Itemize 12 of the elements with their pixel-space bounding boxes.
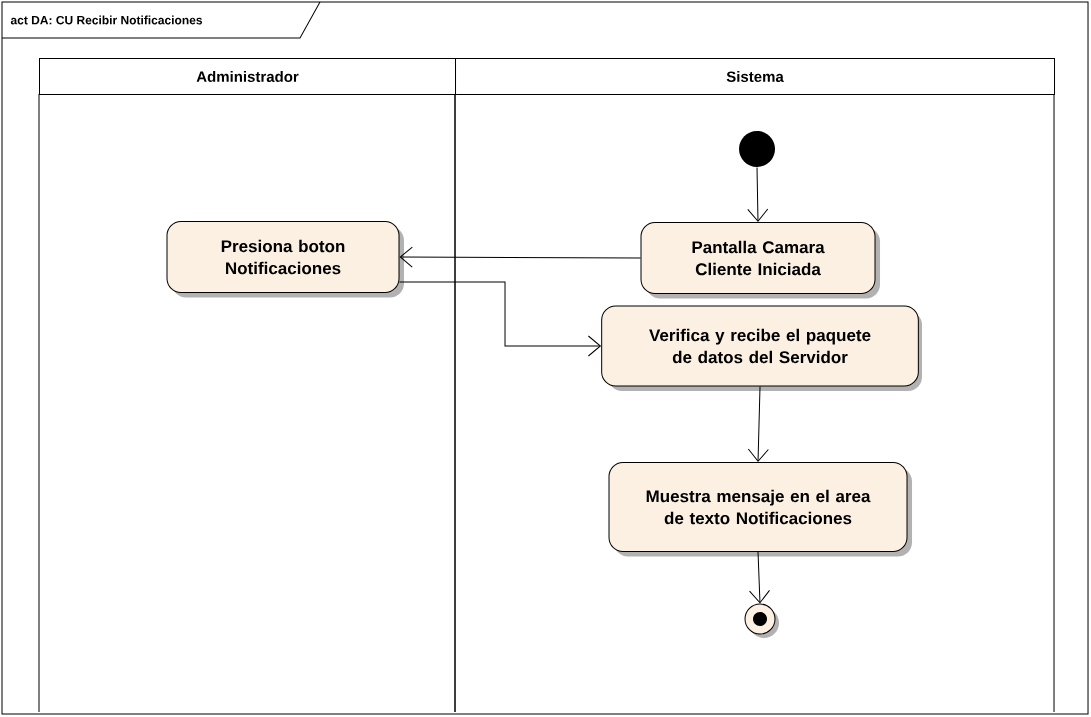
start-node bbox=[739, 131, 775, 167]
arrow bbox=[749, 551, 770, 604]
arrow bbox=[399, 281, 601, 357]
action-box: Muestra mensaje en el area de texto Notificaciones bbox=[608, 462, 912, 557]
arrow bbox=[747, 386, 769, 462]
arrow bbox=[399, 246, 641, 268]
action-box: Presiona boton Notificaciones bbox=[166, 221, 404, 298]
title-tab: act DA: CU Recibir Notificaciones bbox=[1, 1, 321, 39]
arrow bbox=[747, 167, 769, 222]
action-box: Pantalla Camara Cliente Iniciada bbox=[640, 222, 880, 299]
action-box: Verifica y recibe el paquete de datos del Servidor bbox=[601, 305, 922, 391]
end-node bbox=[744, 603, 779, 638]
